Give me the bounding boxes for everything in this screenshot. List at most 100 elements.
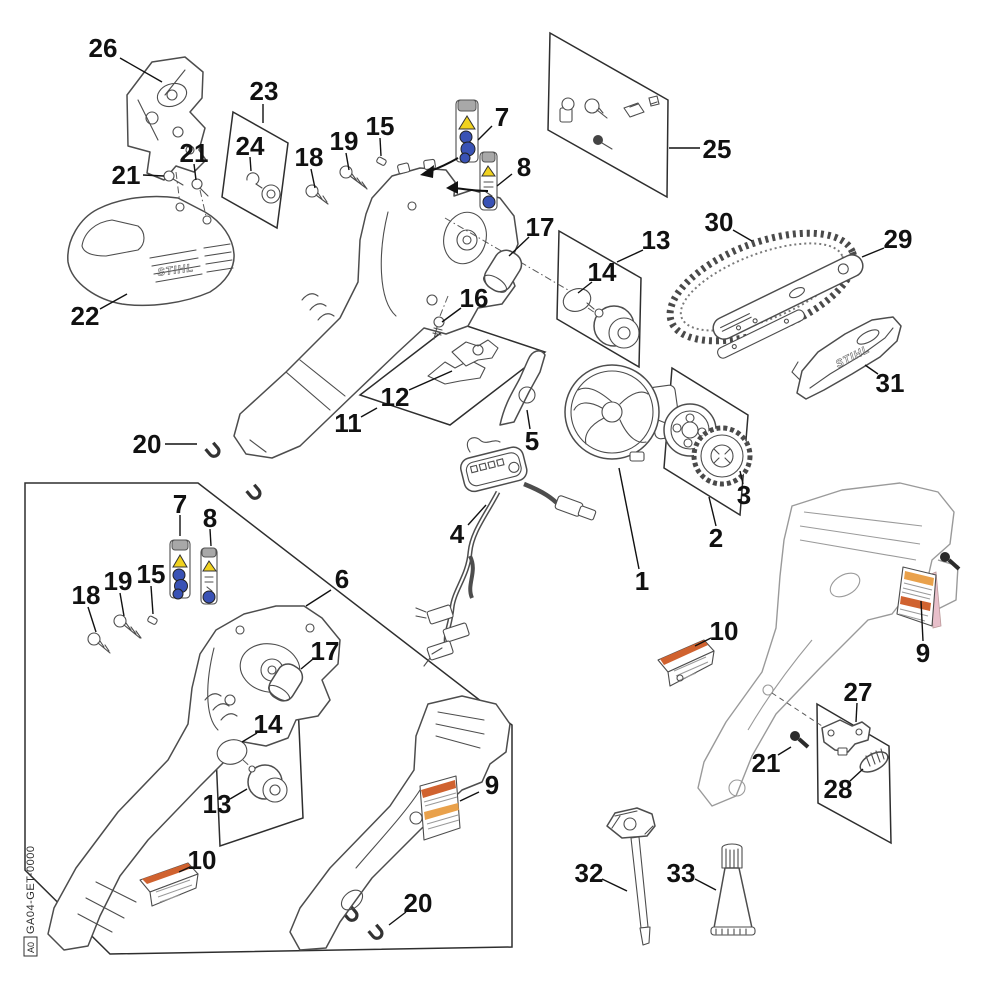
part-8-safety-label-top bbox=[479, 151, 498, 211]
part-22-sprocket-cover-drawing: STIHL bbox=[67, 195, 235, 307]
part-18-screw-top bbox=[305, 184, 329, 205]
callout-leader-15-7 bbox=[379, 137, 382, 157]
callout-leader-13-13 bbox=[616, 249, 644, 263]
callout-number-6-27: 6 bbox=[335, 564, 349, 594]
part-19-screw-bottom bbox=[113, 614, 142, 639]
callout-number-8-29: 8 bbox=[203, 503, 217, 533]
callout-number-16-15: 16 bbox=[460, 283, 489, 313]
part-3-chain-sprocket bbox=[691, 425, 753, 487]
part-14-gasket-bottom bbox=[216, 739, 255, 771]
callout-leader-21-3 bbox=[142, 174, 165, 177]
callout-leader-27-41 bbox=[855, 702, 858, 723]
callout-number-9-37: 9 bbox=[485, 770, 499, 800]
callout-leader-28-43 bbox=[849, 768, 864, 782]
callout-number-11-20: 11 bbox=[334, 408, 362, 438]
callout-leader-13-35 bbox=[229, 788, 248, 800]
callout-number-21-4: 21 bbox=[180, 138, 209, 168]
part-5-lever bbox=[499, 350, 546, 426]
callout-number-33-45: 33 bbox=[667, 858, 696, 888]
part-main-housing-left-top bbox=[233, 158, 519, 459]
callout-leader-20-38 bbox=[388, 911, 407, 926]
part-15-pin-top bbox=[376, 156, 387, 166]
callout-leader-10-39 bbox=[694, 637, 712, 647]
callout-number-1-24: 1 bbox=[635, 566, 649, 596]
callout-leader-15-32 bbox=[150, 585, 154, 615]
callout-leader-22-11 bbox=[99, 293, 128, 310]
callout-number-20-38: 20 bbox=[404, 888, 433, 918]
callout-leader-18-5 bbox=[310, 168, 316, 189]
callout-number-21-42: 21 bbox=[752, 748, 781, 778]
callout-number-19-31: 19 bbox=[104, 566, 133, 596]
callout-number-27-41: 27 bbox=[844, 677, 873, 707]
callout-leader-9-37 bbox=[459, 791, 480, 802]
callout-leader-14-34 bbox=[241, 732, 258, 743]
callout-leader-21-42 bbox=[777, 746, 792, 756]
callout-leader-21-4 bbox=[193, 163, 197, 181]
callout-number-10-36: 10 bbox=[188, 845, 217, 875]
part-7-safety-label-bottom bbox=[169, 539, 191, 600]
part-main-housing-left-bottom bbox=[47, 605, 341, 951]
part-12-bracket-kit bbox=[427, 339, 499, 385]
callout-number-7-28: 7 bbox=[173, 489, 187, 519]
callout-number-18-30: 18 bbox=[72, 580, 101, 610]
callout-leader-19-31 bbox=[119, 592, 125, 617]
drawing-number: GA04-GET-0000 bbox=[25, 846, 37, 934]
part-17-cap-bottom bbox=[268, 663, 304, 702]
callout-leader-10-36 bbox=[178, 866, 191, 873]
callout-number-18-5: 18 bbox=[295, 142, 324, 172]
callout-number-20-26: 20 bbox=[133, 429, 162, 459]
callout-leader-2-23 bbox=[708, 496, 717, 527]
part-16-screw bbox=[432, 295, 449, 340]
drawing-id-block: GA04-GET-0000 A0 bbox=[23, 846, 38, 957]
part-19-screw-top bbox=[339, 165, 368, 190]
callout-leader-8-29 bbox=[209, 528, 212, 547]
part-4-switch-harness bbox=[415, 437, 597, 667]
callout-leader-30-16 bbox=[732, 229, 753, 242]
callout-number-2-23: 2 bbox=[709, 523, 723, 553]
callout-number-15-32: 15 bbox=[137, 559, 166, 589]
callout-number-30-16: 30 bbox=[705, 207, 734, 237]
callout-leader-29-17 bbox=[861, 247, 885, 258]
box-6 bbox=[24, 482, 513, 955]
cover-vent-slots bbox=[149, 243, 234, 283]
part-7-safety-label-top bbox=[455, 99, 479, 164]
part-1-electric-motor bbox=[564, 364, 686, 462]
callout-number-8-9: 8 bbox=[517, 152, 531, 182]
callout-number-22-11: 22 bbox=[71, 301, 100, 331]
part-32-wrench-tool bbox=[606, 807, 656, 946]
callout-number-23-1: 23 bbox=[250, 76, 279, 106]
callout-leader-8-9 bbox=[496, 173, 513, 187]
callout-number-24-2: 24 bbox=[236, 131, 265, 161]
callout-number-32-44: 32 bbox=[575, 858, 604, 888]
box-25 bbox=[547, 31, 669, 199]
callout-number-25-10: 25 bbox=[703, 134, 732, 164]
callout-number-7-8: 7 bbox=[495, 102, 509, 132]
callout-number-9-40: 9 bbox=[916, 638, 930, 668]
part-17-cap-top bbox=[444, 217, 569, 293]
part-13-oil-pump-top bbox=[586, 302, 640, 349]
callout-leader-19-6 bbox=[345, 152, 350, 171]
box-23 bbox=[221, 110, 289, 230]
callout-leader-6-27 bbox=[305, 589, 332, 607]
part-27-bracket bbox=[821, 719, 871, 756]
part-14-gasket-top bbox=[562, 288, 602, 318]
callout-leader-33-45 bbox=[694, 878, 717, 891]
callout-number-13-35: 13 bbox=[203, 789, 232, 819]
callout-leader-31-18 bbox=[864, 364, 879, 375]
callout-number-21-3: 21 bbox=[112, 160, 141, 190]
part-24-clip-and-gear bbox=[246, 172, 281, 204]
part-9-label-bottom bbox=[419, 775, 461, 841]
part-21-screw-bottom-right bbox=[771, 692, 823, 749]
callout-number-5-21: 5 bbox=[525, 426, 539, 456]
callout-leader-32-44 bbox=[601, 878, 628, 892]
callout-leader-14-14 bbox=[577, 281, 593, 294]
callout-number-4-25: 4 bbox=[450, 519, 465, 549]
part-25-small-parts-kit bbox=[559, 95, 660, 150]
callout-number-12-19: 12 bbox=[381, 382, 410, 412]
part-28-grommet bbox=[859, 748, 889, 773]
part-9-label-right bbox=[896, 566, 942, 629]
part-20-u-clips bbox=[204, 441, 384, 940]
part-screw-housing-right bbox=[940, 552, 961, 571]
